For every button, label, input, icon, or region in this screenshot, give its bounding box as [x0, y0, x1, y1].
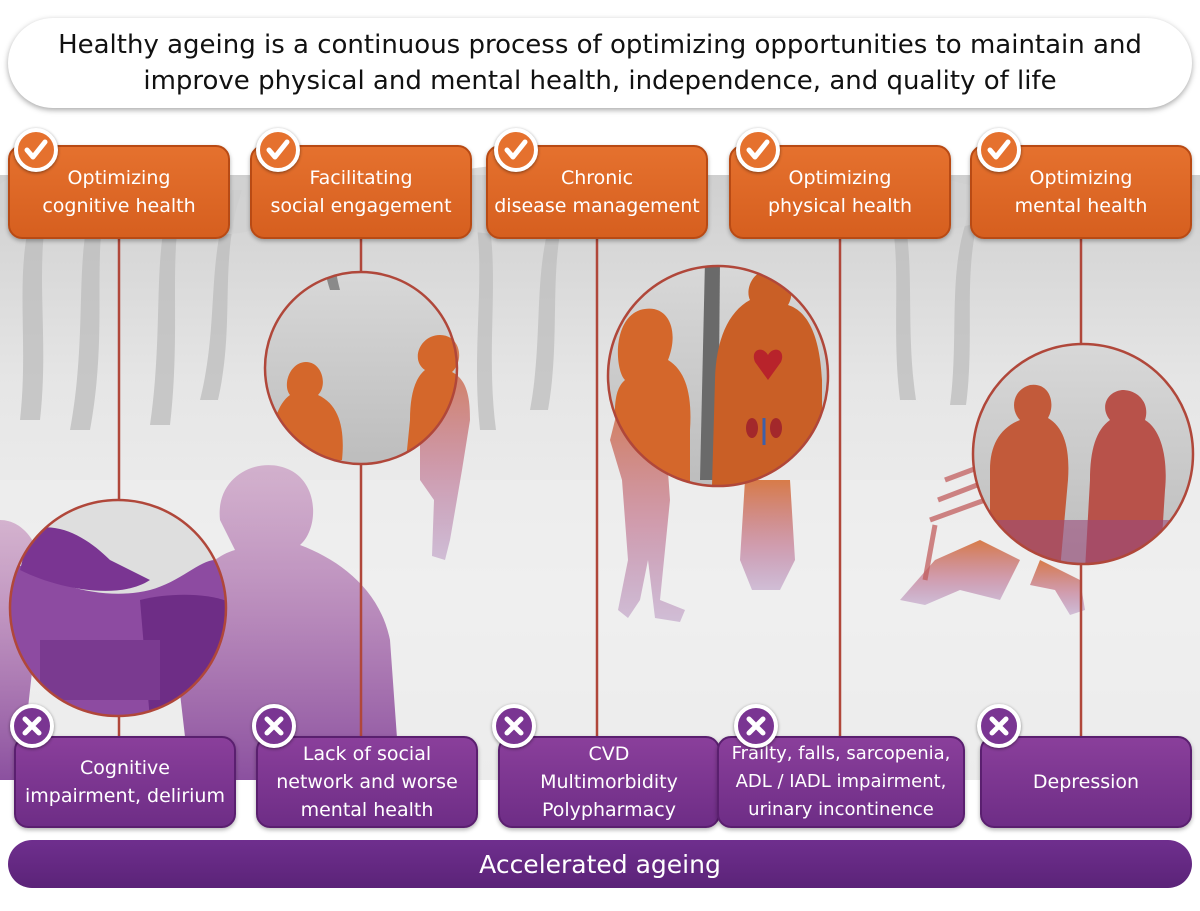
- headline-banner: Healthy ageing is a continuous process o…: [8, 18, 1192, 108]
- box-label: Lack of social network and worse mental …: [276, 743, 458, 821]
- chess-players-circle: [8, 498, 228, 718]
- box-label: Optimizing cognitive health: [42, 167, 196, 217]
- box-lack-of-social-network: Lack of social network and worse mental …: [256, 736, 478, 828]
- box-label: Frailty, falls, sarcopenia, ADL / IADL i…: [731, 743, 951, 820]
- cross-icon: [10, 704, 54, 748]
- box-label: Depression: [1032, 771, 1140, 793]
- footer-text: Accelerated ageing: [479, 849, 721, 879]
- cross-icon: [492, 704, 536, 748]
- box-label: Facilitating social engagement: [270, 167, 452, 217]
- cross-icon: [252, 704, 296, 748]
- box-cvd-multimorbidity: CVD Multimorbidity Polypharmacy: [498, 736, 720, 828]
- box-frailty-falls: Frailty, falls, sarcopenia, ADL / IADL i…: [717, 736, 965, 828]
- box-label: Cognitive impairment, delirium: [25, 757, 225, 807]
- cross-icon: [977, 704, 1021, 748]
- box-cognitive-impairment: Cognitive impairment, delirium: [14, 736, 236, 828]
- box-optimizing-cognitive-health: Optimizing cognitive health: [8, 145, 230, 239]
- check-icon: [736, 128, 780, 172]
- box-label: CVD Multimorbidity Polypharmacy: [540, 743, 678, 821]
- accelerated-ageing-bar: Accelerated ageing: [8, 840, 1192, 888]
- check-icon: [977, 128, 1021, 172]
- box-label: Chronic disease management: [494, 167, 700, 217]
- cross-icon: [734, 704, 778, 748]
- headline-text: Healthy ageing is a continuous process o…: [58, 30, 1142, 96]
- check-icon: [256, 128, 300, 172]
- heart-kidney-figures-circle: [606, 264, 830, 488]
- box-depression: Depression: [980, 736, 1192, 828]
- check-icon: [494, 128, 538, 172]
- box-label: Optimizing mental health: [1014, 167, 1148, 217]
- check-icon: [14, 128, 58, 172]
- box-label: Optimizing physical health: [767, 167, 913, 217]
